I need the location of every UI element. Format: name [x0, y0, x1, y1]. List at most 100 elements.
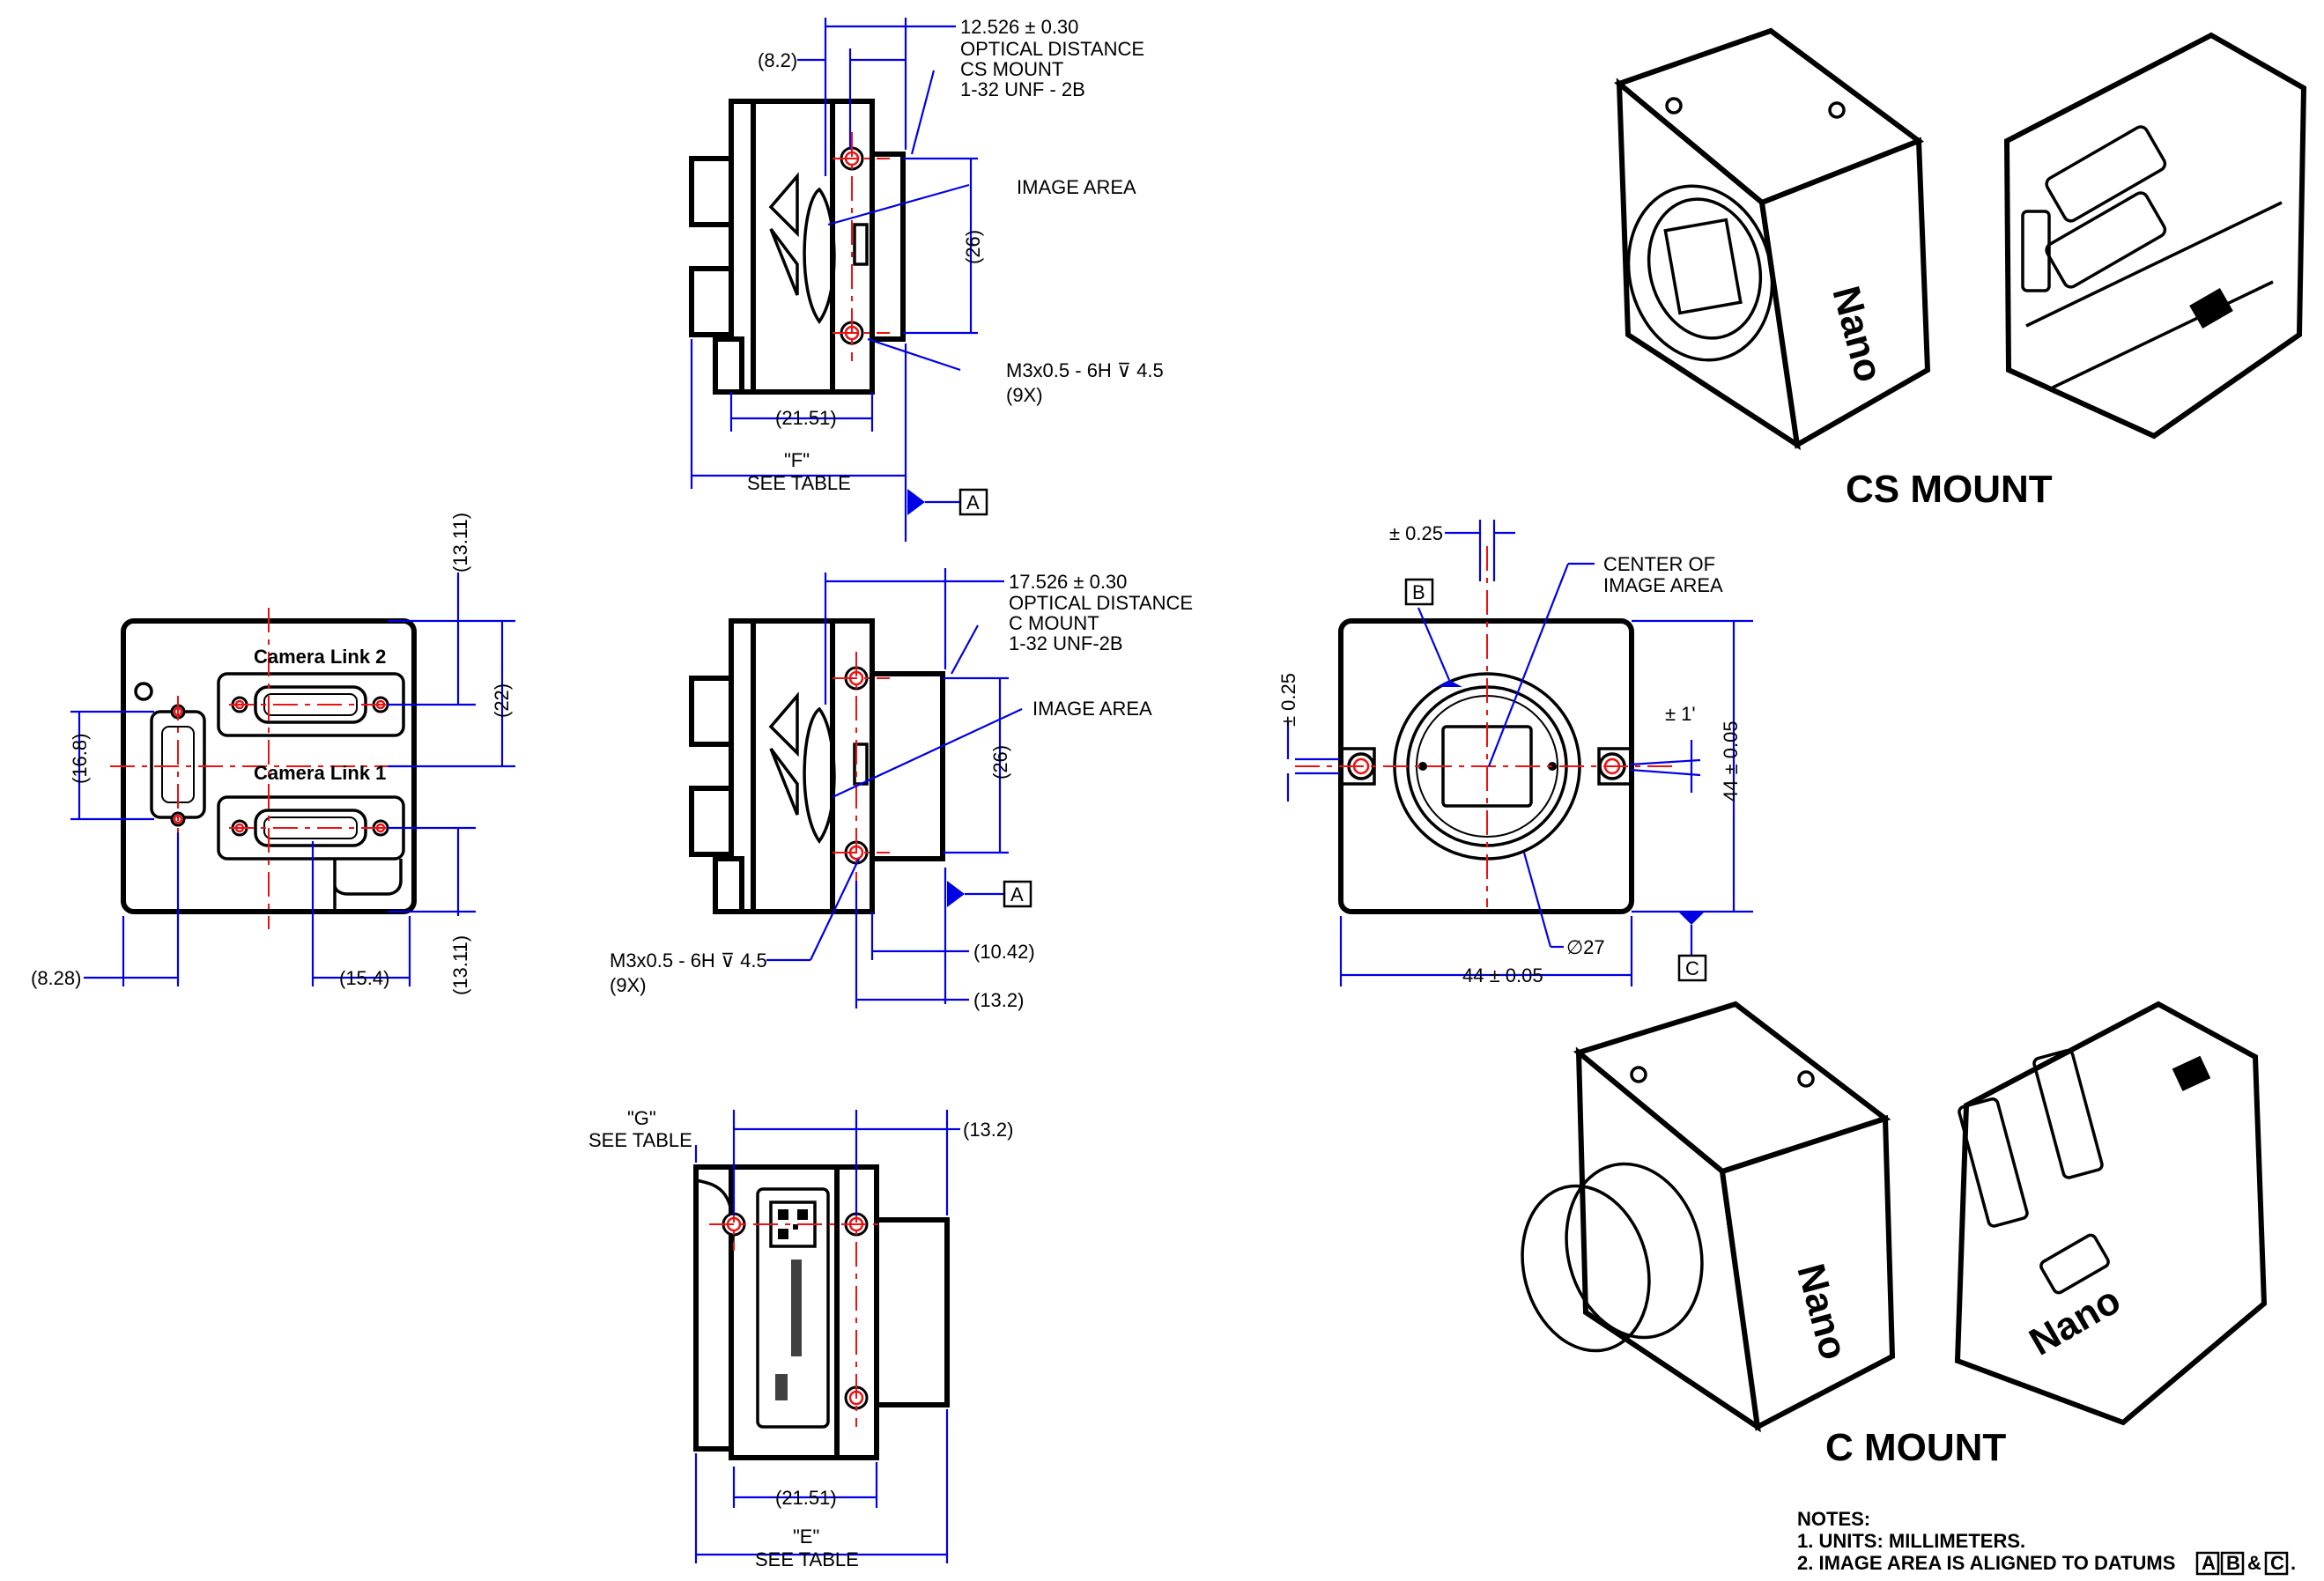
note-amp: &: [2247, 1552, 2261, 1574]
iso-side-face: [1719, 1114, 1896, 1431]
width-dim: 44 ± 0.05: [1462, 964, 1543, 986]
iso-cs-mount-front: Nano: [1614, 27, 1931, 451]
dim-26: (26): [962, 230, 984, 264]
status-led: [134, 682, 153, 701]
iso-camera-link-1: [2045, 191, 2167, 289]
body: [751, 618, 835, 914]
thread-qty: (9X): [610, 974, 647, 996]
iso-back-body: [2003, 32, 2307, 440]
datum-a: A: [966, 491, 980, 513]
iso-power-connector: [2021, 210, 2051, 292]
back-foot: [713, 856, 744, 914]
heat-fins: [768, 691, 799, 816]
front-view: ± 0.25 ± 0.25 CENTER OF IMAGE AREA B C ±…: [1277, 520, 1753, 986]
e-label: "E": [793, 1526, 819, 1548]
note-datum-b: B: [2226, 1552, 2240, 1574]
note-datum-c-box: [2264, 1551, 2289, 1576]
iso-back-body: [1954, 1001, 2268, 1426]
cs-mount-title: CS MOUNT: [1846, 468, 2053, 511]
iso-power-connector: [2039, 1233, 2110, 1295]
datum-a-box: [1003, 880, 1032, 908]
connector-block-top: [689, 156, 734, 227]
iso-camera-link-1: [2032, 1049, 2104, 1179]
back-tab: [333, 859, 403, 912]
g-label: "G": [627, 1107, 656, 1129]
side-view-cs-mount: 12.526 ± 0.30 (8.2) OPTICAL DISTANCE CS …: [689, 16, 1164, 542]
label-text-block: [791, 1260, 802, 1356]
dim-15-4: (15.4): [339, 967, 389, 989]
optical-distance-label: OPTICAL DISTANCE: [960, 38, 1144, 60]
dim-total-distance: 17.526 ± 0.30: [1009, 571, 1127, 593]
dim-26: (26): [989, 745, 1011, 779]
dim-22: (22): [491, 683, 513, 718]
side-label-shape: [803, 706, 836, 845]
iso-c-mount-front: Nano: [1521, 1001, 1896, 1433]
connector-block-top: [689, 676, 734, 747]
product-label: [756, 1187, 830, 1429]
dim-21-51: (21.51): [775, 1487, 837, 1509]
tol-025-top: ± 0.25: [1389, 522, 1443, 544]
iso-camera-link-2: [2045, 125, 2167, 223]
dim-13-11-top: (13.11): [449, 513, 471, 573]
diameter-dim: ∅27: [1566, 936, 1605, 958]
thread-callout: M3x0.5 - 6H ⊽ 4.5: [610, 949, 767, 972]
notes-block: NOTES: 1. UNITS: MILLIMETERS. 2. IMAGE A…: [1797, 1508, 2296, 1576]
datum-a: A: [1010, 883, 1024, 905]
thread-spec-label: 1-32 UNF - 2B: [960, 78, 1085, 100]
side-view-c-mount: 17.526 ± 0.30 OPTICAL DISTANCE C MOUNT 1…: [610, 568, 1193, 1011]
center-of-label: CENTER OF: [1603, 553, 1715, 575]
dim-13-2: (13.2): [973, 989, 1024, 1011]
back-view: Camera Link 2 Camera Link 1 (13.11) (22)…: [31, 513, 515, 995]
see-table-f: SEE TABLE: [747, 472, 851, 494]
iso-camera-link-2: [1958, 1097, 2029, 1228]
dim-13-11-bottom: (13.11): [449, 935, 471, 995]
dim-21-51: (21.51): [775, 407, 837, 429]
image-area-label: IMAGE AREA: [1603, 574, 1723, 596]
dim-8-28: (8.28): [31, 967, 81, 989]
note-datum-a-box: [2195, 1551, 2220, 1576]
c-mount-label: C MOUNT: [1009, 612, 1099, 634]
note-datum-c: C: [2270, 1552, 2284, 1574]
cs-mount-label: CS MOUNT: [960, 58, 1063, 80]
note-2: 2. IMAGE AREA IS ALIGNED TO DATUMS: [1797, 1552, 2175, 1574]
height-dim: 44 ± 0.05: [1720, 720, 1742, 802]
datum-b-box: [1404, 578, 1434, 606]
datum-c: C: [1685, 957, 1699, 979]
angle-tolerance: ± 1': [1665, 703, 1696, 725]
dim-total-distance: 12.526 ± 0.30: [960, 16, 1078, 38]
body: [751, 99, 835, 395]
note-datum-a: A: [2202, 1552, 2216, 1574]
datum-a-box: [958, 488, 988, 516]
note-datum-b-box: [2220, 1551, 2245, 1576]
tol-025-left: ± 0.25: [1277, 673, 1299, 727]
note-1: 1. UNITS: MILLIMETERS.: [1797, 1530, 2025, 1552]
thread-callout: M3x0.5 - 6H ⊽ 4.5: [1006, 359, 1164, 381]
ce-mark: [775, 1374, 788, 1400]
side-notch: [853, 223, 869, 266]
iso-cs-mount-back: [2003, 32, 2307, 440]
image-area-label: IMAGE AREA: [1032, 698, 1152, 720]
lens-mount-cs: [870, 151, 906, 342]
dim-16-8: (16.8): [69, 734, 91, 784]
iso-lens-mount: [1626, 184, 1774, 362]
bottom-lens-mount: [874, 1217, 950, 1407]
heat-fins: [768, 172, 799, 296]
datum-c-box: [1677, 954, 1707, 982]
optical-distance-label: OPTICAL DISTANCE: [1009, 592, 1193, 614]
thread-spec-label: 1-32 UNF-2B: [1009, 632, 1123, 654]
note-end: .: [2291, 1552, 2296, 1574]
bottom-view: "G" SEE TABLE (13.2) (21.51) "E" SEE TAB…: [588, 1107, 1013, 1570]
see-table-e: SEE TABLE: [755, 1548, 859, 1570]
camera-link-2-label: Camera Link 2: [254, 646, 386, 668]
iso-lens-mount: [1565, 1162, 1704, 1340]
camera-link-1-label: Camera Link 1: [254, 762, 386, 784]
bottom-clip: [695, 1178, 735, 1260]
connector-block-bottom: [689, 786, 734, 857]
datum-b: B: [1412, 581, 1425, 603]
dim-8-2: (8.2): [758, 49, 797, 71]
dim-10-42: (10.42): [973, 941, 1035, 963]
back-foot: [713, 336, 744, 395]
thread-qty: (9X): [1006, 384, 1043, 406]
